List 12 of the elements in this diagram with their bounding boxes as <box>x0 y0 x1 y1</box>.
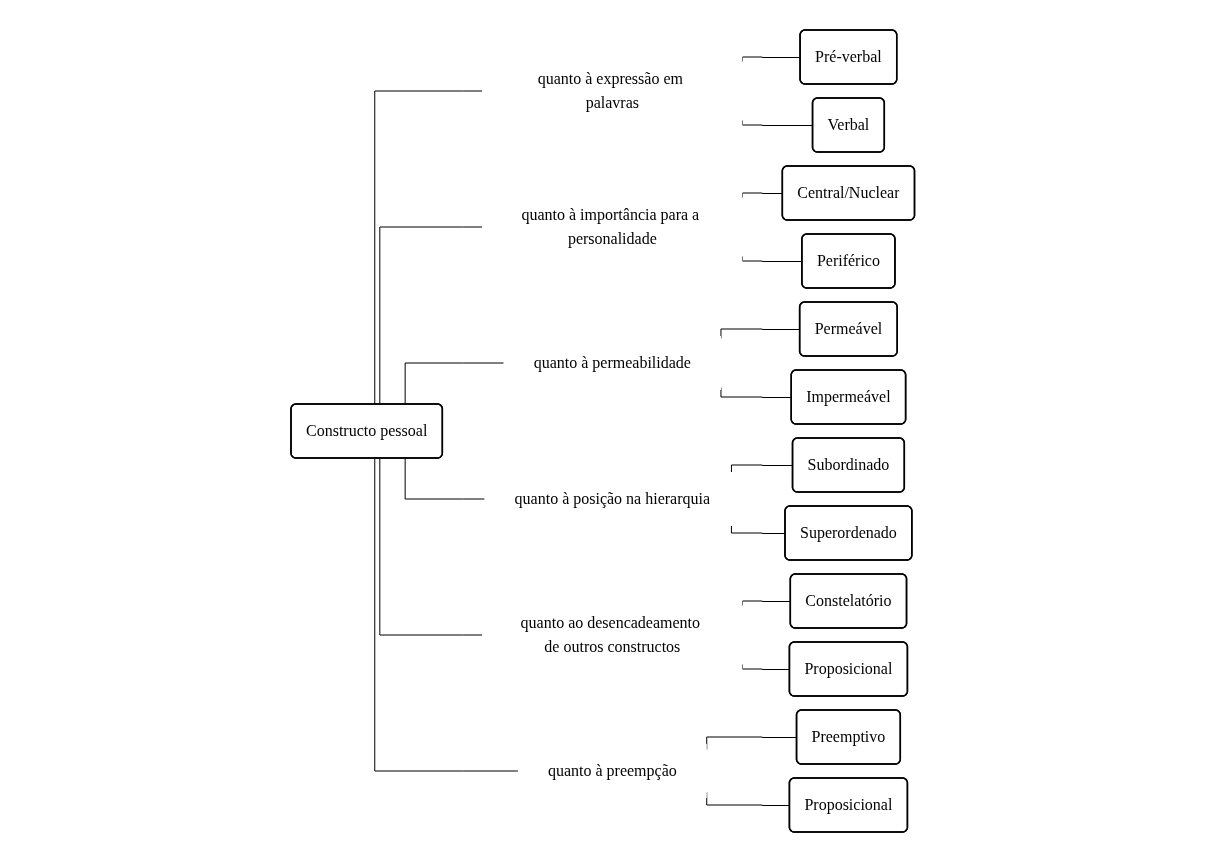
connector <box>379 226 484 405</box>
connector <box>404 362 505 405</box>
node-text: quanto ao desencadeamento de outros constructos <box>520 614 701 655</box>
connector <box>404 458 486 500</box>
node-text: quanto à importância para a personalidade <box>521 206 700 247</box>
node-text: quanto à expressão em palavras <box>537 70 684 111</box>
node-text: quanto à posição na hierarquia <box>514 490 711 507</box>
connector <box>379 458 484 636</box>
connector <box>374 90 484 405</box>
node-text: quanto à permeabilidade <box>533 354 692 371</box>
connector <box>374 458 519 772</box>
node-text: quanto à preempção <box>548 762 677 779</box>
